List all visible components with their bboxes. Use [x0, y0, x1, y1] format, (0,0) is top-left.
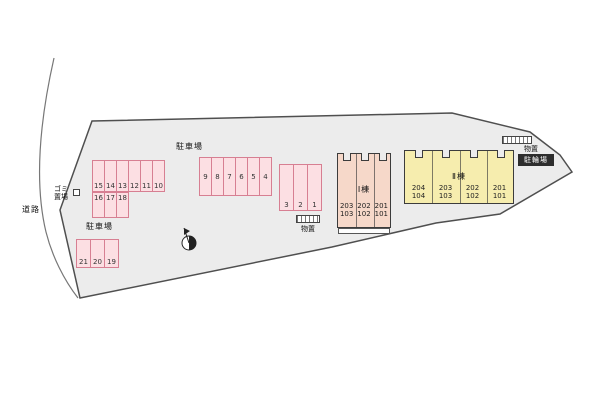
- stall-number: 4: [263, 172, 268, 181]
- parking-stall: 10: [152, 160, 165, 192]
- unit-divider: [432, 151, 433, 203]
- parking-label-upper: 駐車場: [176, 142, 203, 151]
- entrance-notch: [497, 150, 505, 158]
- unit-divider: [487, 151, 488, 203]
- building-1-name: Ⅰ棟: [357, 185, 371, 194]
- north-symbol: [181, 227, 197, 251]
- stall-number: 1: [312, 201, 317, 209]
- parking-stall: 3: [279, 164, 294, 211]
- stall-number: 13: [118, 182, 127, 190]
- stall-number: 16: [94, 194, 103, 202]
- stall-number: 19: [107, 258, 116, 266]
- parking-label-lower: 駐車場: [86, 222, 113, 231]
- stall-number: 5: [251, 172, 256, 181]
- unit-divider: [460, 151, 461, 203]
- parking-stall: 18: [116, 192, 129, 218]
- stall-number: 10: [154, 182, 163, 190]
- stall-number: 18: [118, 194, 127, 202]
- entrance-notch: [343, 153, 351, 161]
- entrance-notch: [470, 150, 478, 158]
- stall-number: 20: [93, 258, 102, 266]
- building-1-terrace: [338, 228, 390, 234]
- stall-number: 7: [227, 172, 232, 181]
- storage-label-center: 物置: [301, 225, 315, 233]
- unit-divider: [356, 154, 357, 227]
- garbage-bin-marker: [73, 189, 80, 196]
- stall-number: 9: [203, 172, 208, 181]
- stall-number: 15: [94, 182, 103, 190]
- entrance-notch: [361, 153, 369, 161]
- stall-number: 8: [215, 172, 220, 181]
- stall-number: 21: [79, 258, 88, 266]
- bicycle-parking-badge: 駐輪場: [518, 154, 554, 166]
- parking-stall: 2: [293, 164, 308, 211]
- parking-stall: 1: [307, 164, 322, 211]
- unit-divider: [374, 154, 375, 227]
- stall-number: 11: [142, 182, 151, 190]
- garbage-area-label: ゴミ置場: [54, 185, 68, 201]
- parking-stall: 20: [90, 239, 105, 268]
- parking-stall: 4: [259, 157, 272, 196]
- road-label: 道路: [22, 205, 40, 214]
- entrance-notch: [442, 150, 450, 158]
- road-line: [38, 57, 79, 299]
- stall-number: 2: [298, 201, 303, 209]
- stall-number: 14: [106, 182, 115, 190]
- stall-number: 6: [239, 172, 244, 181]
- stall-number: 3: [284, 201, 289, 209]
- stall-number: 17: [106, 194, 115, 202]
- storage-shed-right: [502, 136, 532, 144]
- parking-stall: 21: [76, 239, 91, 268]
- stall-number: 12: [130, 182, 139, 190]
- building-2-name: Ⅱ棟: [452, 172, 466, 181]
- storage-label-right: 物置: [524, 145, 538, 153]
- storage-shed-center: [296, 215, 320, 223]
- parking-stall: 19: [104, 239, 119, 268]
- entrance-notch: [415, 150, 423, 158]
- entrance-notch: [379, 153, 387, 161]
